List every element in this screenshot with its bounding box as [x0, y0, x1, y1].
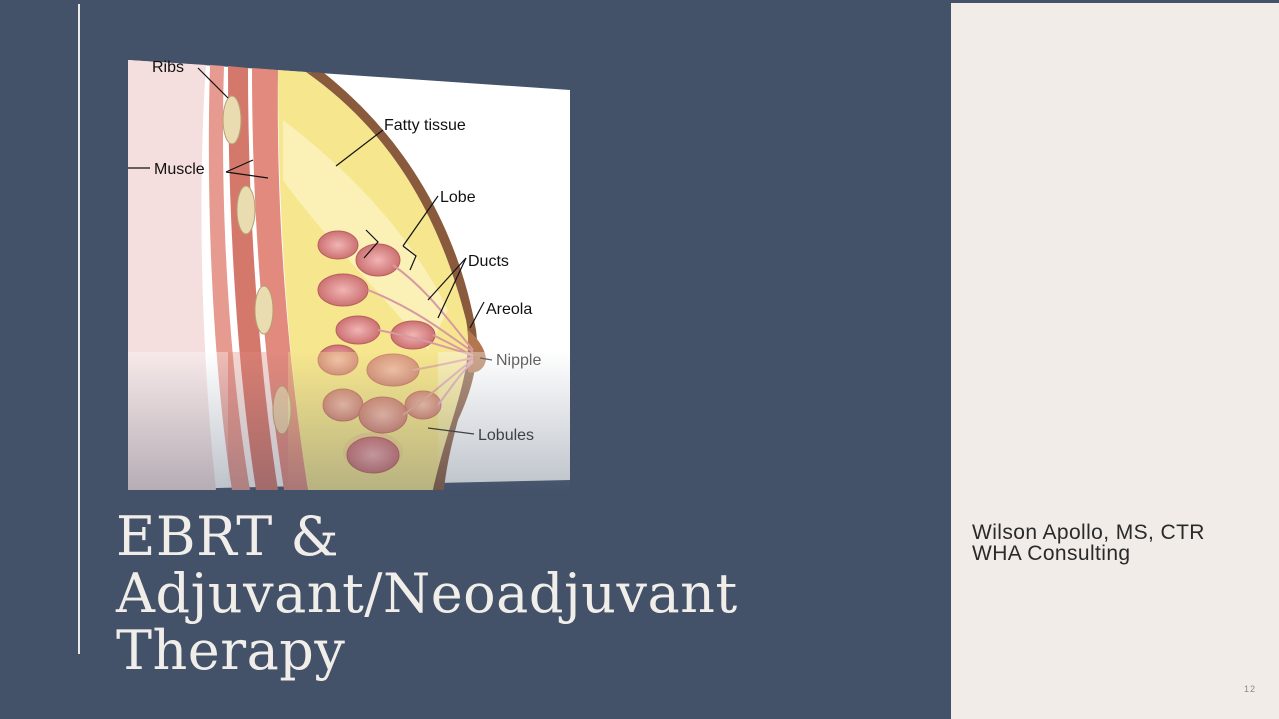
page-number: 12 — [1244, 684, 1256, 694]
title-line-1: EBRT & — [116, 508, 936, 565]
figure-reflection — [128, 352, 570, 492]
title-line-2: Adjuvant/Neoadjuvant — [116, 565, 936, 622]
accent-rule — [78, 4, 80, 654]
slide-title: EBRT & Adjuvant/Neoadjuvant Therapy — [116, 508, 936, 679]
label-lobe: Lobe — [440, 189, 476, 206]
presenter-organization: WHA Consulting — [972, 543, 1205, 564]
label-ribs: Ribs — [152, 60, 184, 76]
label-ducts: Ducts — [468, 253, 509, 270]
title-line-3: Therapy — [116, 622, 936, 679]
label-fatty-tissue: Fatty tissue — [384, 117, 466, 134]
side-panel — [951, 3, 1279, 719]
label-areola: Areola — [486, 301, 532, 318]
presenter-name: Wilson Apollo, MS, CTR — [972, 522, 1205, 543]
label-muscle: Muscle — [154, 161, 205, 178]
presenter-byline: Wilson Apollo, MS, CTR WHA Consulting — [972, 522, 1205, 564]
